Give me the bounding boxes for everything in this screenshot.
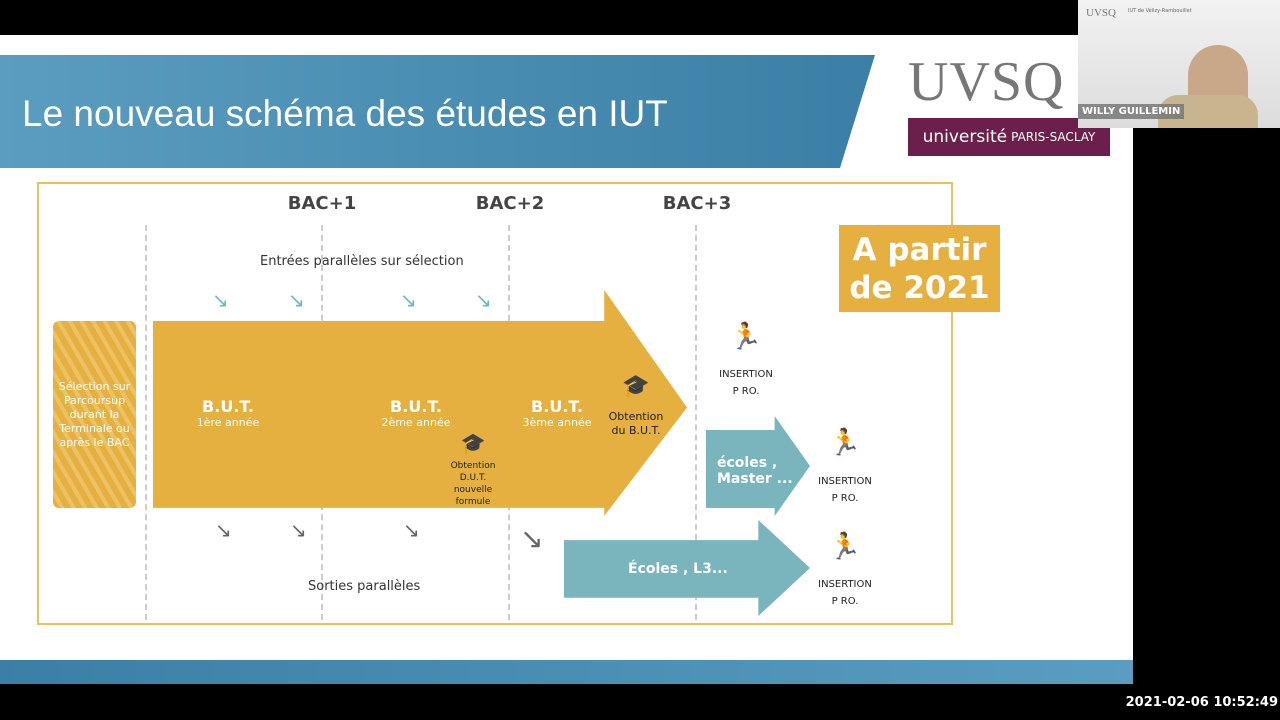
selection-box: Sélection sur Parcoursup durant la Termi… <box>53 321 136 508</box>
graduation-cap-icon: 🎓 <box>460 431 486 455</box>
exit-arrow-icon: ↘ <box>520 522 544 555</box>
exit-arrow-icon: ↘ <box>290 518 307 542</box>
presenter-name: WILLY GUILLEMIN <box>1078 104 1185 119</box>
sorties-label: Sorties parallèles <box>308 579 421 594</box>
graduation-cap-icon: 🎓 <box>622 374 650 399</box>
runner-icon: 🏃 <box>729 322 763 352</box>
ecoles-l3-label: Écoles , L3... <box>628 561 728 577</box>
insertion-label: INSERTION P RO. <box>818 476 872 504</box>
uvsq-logo: UVSQ <box>908 51 1065 113</box>
year-3: B.U.T.3ème année <box>522 397 592 429</box>
exit-arrow-icon: ↘ <box>403 518 420 542</box>
but-obtained-label: Obtention du B.U.T. <box>608 410 664 437</box>
saclay-word2: PARIS-SACLAY <box>1011 130 1096 144</box>
but-arrow <box>153 290 687 516</box>
divider <box>695 225 697 620</box>
entry-arrow-icon: ↘ <box>400 288 417 312</box>
entry-arrow-icon: ↘ <box>212 288 229 312</box>
dut-label: Obtention D.U.T. nouvelle formule <box>450 461 496 507</box>
exit-arrow-icon: ↘ <box>215 518 232 542</box>
entry-arrow-icon: ↘ <box>475 288 492 312</box>
bac-label: BAC+2 <box>475 193 545 214</box>
webcam-header: IUT de Vélizy-Rambouillet <box>1128 8 1192 14</box>
runner-icon: 🏃 <box>828 428 862 458</box>
year-1: B.U.T.1ère année <box>196 397 260 429</box>
divider <box>145 225 147 620</box>
insertion-label: INSERTION P RO. <box>818 579 872 607</box>
slide-title: Le nouveau schéma des études en IUT <box>22 93 668 134</box>
saclay-word: université <box>922 127 1008 147</box>
timestamp: 2021-02-06 10:52:49 <box>1125 695 1278 710</box>
year-2: B.U.T.2ème année <box>381 397 451 429</box>
ecoles-master-label: écoles , Master ... <box>717 455 793 487</box>
insertion-label: INSERTION P RO. <box>719 369 773 397</box>
bac-label: BAC+3 <box>662 193 732 214</box>
year-badge: A partir de 2021 <box>839 225 1000 312</box>
entrees-label: Entrées parallèles sur sélection <box>260 254 464 269</box>
bottom-bar <box>0 660 1133 684</box>
runner-icon: 🏃 <box>828 532 862 562</box>
entry-arrow-icon: ↘ <box>288 288 305 312</box>
title-banner <box>0 55 875 168</box>
webcam-logo: UVSQ <box>1086 7 1116 19</box>
bac-label: BAC+1 <box>287 193 357 214</box>
diagram-frame <box>37 182 953 625</box>
